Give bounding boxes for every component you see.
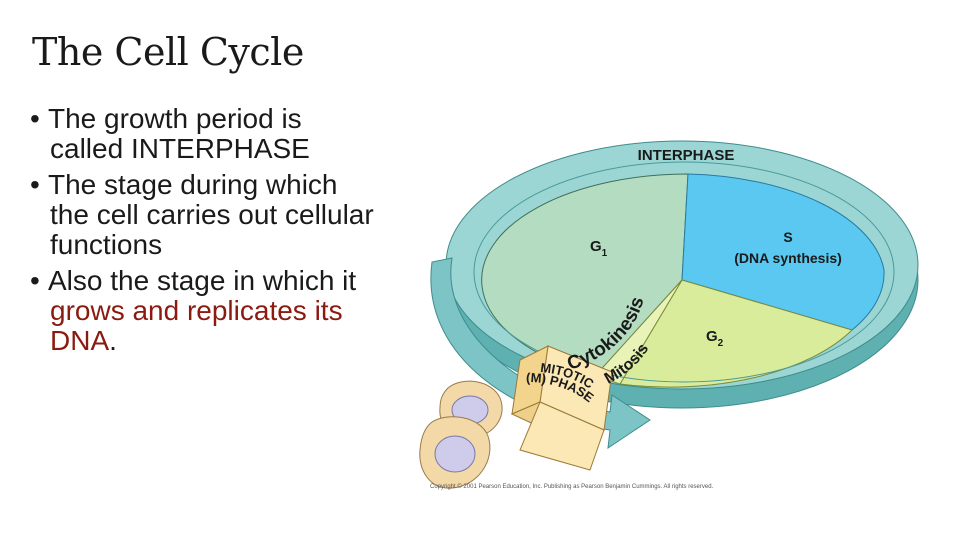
- bullet-2: • The stage during which the cell carrie…: [30, 170, 430, 260]
- s-sector: [681, 173, 885, 331]
- bullet-list: • The growth period is called INTERPHASE…: [30, 104, 430, 356]
- bullet-2-line-2: the cell carries out cellular: [50, 199, 374, 230]
- bullet-2-line-1: The stage during which: [48, 169, 338, 200]
- phase-sectors: [473, 161, 895, 388]
- bullet-3-line-2: grows and replicates its: [50, 295, 343, 326]
- bullet-1-line-1: The growth period is: [48, 103, 302, 134]
- s-sub-label: (DNA synthesis): [734, 250, 842, 266]
- bullet-3: • Also the stage in which it grows and r…: [30, 266, 430, 356]
- bullet-3-line-1: Also the stage in which it: [48, 265, 357, 296]
- bullet-dot: •: [30, 169, 40, 200]
- bullet-1: • The growth period is called INTERPHASE: [30, 104, 430, 164]
- bullet-2-line-3: functions: [50, 229, 163, 260]
- interphase-label: INTERPHASE: [638, 147, 735, 164]
- cell-cycle-diagram: INTERPHASE G1 S (DNA synthesis) G2 Cytok…: [419, 140, 919, 490]
- g1-sector: [481, 173, 689, 376]
- bullet-3-period: .: [109, 325, 117, 356]
- bullet-dot: •: [30, 265, 40, 296]
- copyright-text: Copyright © 2001 Pearson Education, Inc.…: [430, 483, 714, 490]
- g2-sector: [619, 279, 853, 388]
- s-label: S: [783, 229, 792, 245]
- slide-title: The Cell Cycle: [32, 30, 304, 74]
- bullet-3-line-3: DNA: [50, 325, 110, 356]
- bullet-1-line-2: called INTERPHASE: [50, 133, 310, 164]
- g2-label: G2: [706, 328, 724, 349]
- g1-label: G1: [590, 238, 608, 259]
- bullet-dot: •: [30, 103, 40, 134]
- dividing-cells: [419, 380, 503, 489]
- mitotic-wedge: [510, 345, 613, 471]
